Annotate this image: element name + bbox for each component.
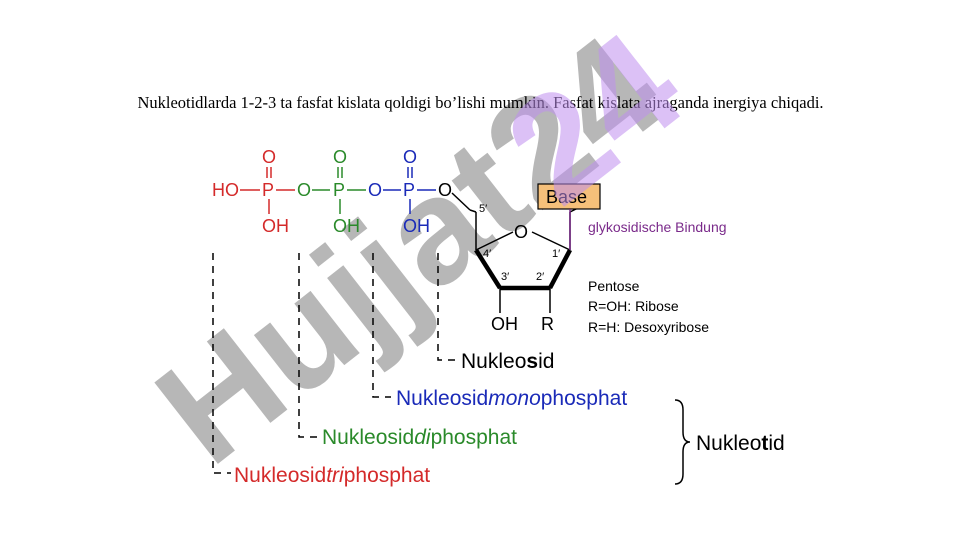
- p3-oh: OH: [403, 216, 430, 236]
- ring-oxygen: O: [514, 222, 528, 242]
- watermark-accent: 24: [476, 0, 711, 235]
- p3-atom: P: [403, 180, 415, 200]
- base-box: [537, 183, 601, 210]
- p1-oh: OH: [262, 216, 289, 236]
- oh-3prime: OH: [491, 314, 518, 334]
- p3-o-top: O: [403, 147, 417, 167]
- c3-label: 3′: [501, 271, 509, 283]
- nukleosid-bracket: [437, 253, 456, 361]
- di-bracket: [298, 253, 317, 438]
- mono-label: Nukleosidmonophosphat: [396, 387, 627, 410]
- tri-bracket: [212, 253, 231, 474]
- nukleotid-label: Nukleotid: [696, 432, 785, 455]
- c1-label: 1′: [552, 248, 560, 260]
- caption: Nukleotidlarda 1-2-3 ta fasfat kislata q…: [137, 93, 824, 112]
- di-label: Nukleosiddiphosphat: [322, 426, 517, 449]
- base-label: Base: [546, 187, 587, 207]
- pentose-desoxyribose: R=H: Desoxyribose: [588, 319, 709, 335]
- c4-label: 4′: [483, 248, 491, 260]
- glycosidic-bond-label: glykosidische Bindung: [588, 219, 727, 235]
- p1-o-top: O: [262, 147, 276, 167]
- p3-o-bridge: O: [368, 180, 382, 200]
- p2-o-bridge: O: [297, 180, 311, 200]
- link-o: O: [438, 180, 452, 200]
- nukleotid-brace: [674, 399, 691, 485]
- p2-atom: P: [333, 180, 345, 200]
- p2-o-top: O: [333, 147, 347, 167]
- mono-bracket: [372, 253, 391, 398]
- pentose-title: Pentose: [588, 278, 640, 294]
- r-2prime: R: [541, 314, 554, 334]
- pentose-ribose: R=OH: Ribose: [588, 298, 679, 314]
- nukleosid-label: Nukleosid: [461, 350, 554, 373]
- tri-label: Nukleosidtriphosphat: [234, 464, 430, 487]
- p1-atom: P: [262, 180, 274, 200]
- c5-label: 5′: [479, 203, 487, 215]
- c2-label: 2′: [536, 271, 544, 283]
- p2-oh: OH: [333, 216, 360, 236]
- ho-label: HO: [212, 180, 239, 200]
